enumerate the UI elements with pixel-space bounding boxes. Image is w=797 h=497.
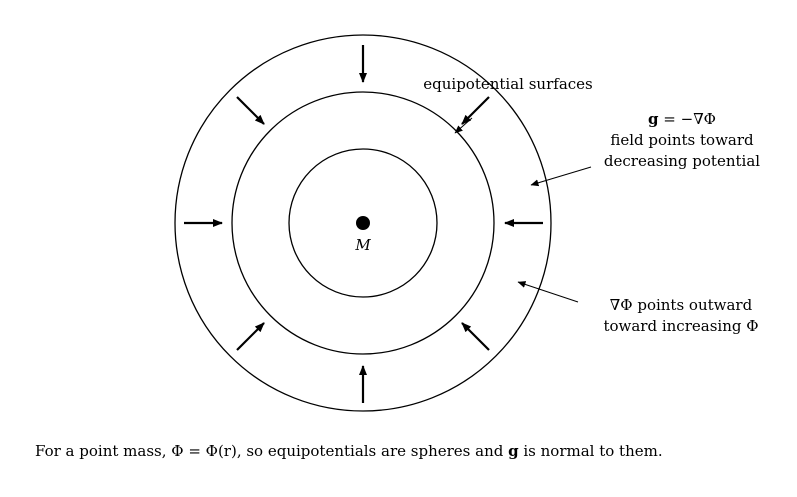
equipotential-label: equipotential surfaces [423, 75, 592, 93]
equipotential-inner [288, 148, 438, 298]
g-symbol: g [648, 110, 659, 128]
field-arrow-bottom-left [236, 322, 265, 351]
field-arrow-top-left [236, 96, 265, 125]
gradient-note-annotation: ∇Φ points outward toward increasing Φ [603, 296, 758, 335]
equipotential-middle [231, 91, 495, 355]
mass-label: M [354, 236, 371, 254]
gradient-note-line1: ∇Φ points outward [610, 296, 753, 314]
caption-start: For a point mass, Φ = Φ(r), so equipoten… [35, 442, 508, 460]
caption-g-symbol: g [508, 442, 519, 460]
field-arrow-bottom-right [461, 322, 490, 351]
field-arrow-top-right [461, 96, 490, 125]
caption-end: is normal to them. [519, 442, 663, 460]
point-mass [356, 216, 370, 230]
gradient-note-pointer [517, 281, 579, 303]
field-relation-pointer [530, 166, 592, 187]
field-equation-rest: = −∇Φ [659, 110, 716, 128]
field-equation: g = −∇Φ [648, 110, 716, 128]
equipotential-outer [174, 34, 552, 412]
field-relation-annotation: g = −∇Φ field points toward decreasing p… [604, 110, 760, 170]
field-relation-line2: field points toward [610, 131, 754, 149]
caption: For a point mass, Φ = Φ(r), so equipoten… [35, 442, 663, 460]
field-arrows [184, 45, 543, 403]
gradient-note-line2: toward increasing Φ [603, 317, 758, 335]
field-relation-line3: decreasing potential [604, 152, 760, 170]
equipotential-pointer [454, 117, 473, 134]
